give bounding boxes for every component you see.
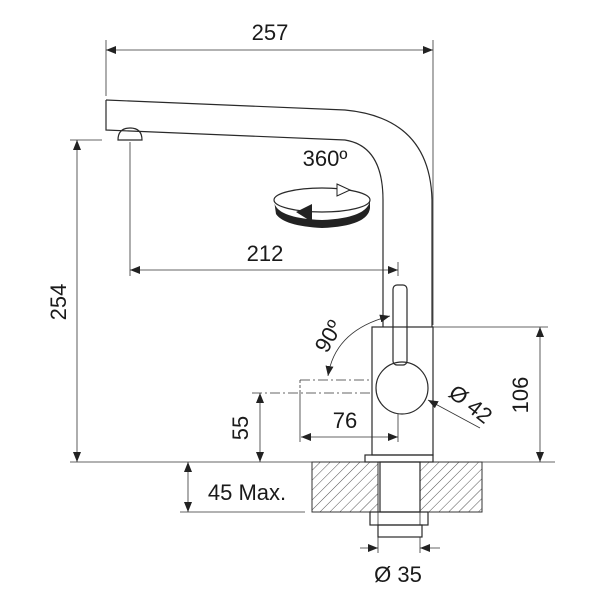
dimension-42: Ø 42 [427, 380, 497, 429]
lever-reach-label: 76 [333, 408, 357, 433]
width-label: 257 [252, 20, 289, 45]
hole-diameter-label: Ø 35 [374, 562, 422, 587]
shank [379, 461, 421, 513]
aerator [117, 127, 143, 141]
lever-height-label: 55 [228, 416, 253, 440]
dimension-35: Ø 35 [360, 537, 440, 587]
lever-handle [392, 284, 408, 366]
rotation-arrow-icon [273, 187, 371, 213]
base-flange [364, 454, 434, 463]
dimension-254: 254 [46, 139, 102, 462]
swivel-label: 360º [303, 146, 348, 171]
body-height-label: 106 [508, 377, 533, 414]
spout [105, 99, 433, 327]
dimension-106: 106 [433, 326, 548, 462]
angle-label: 90º [310, 316, 348, 357]
swivel-indicator: 360º [273, 146, 371, 228]
dimension-76: 76 [299, 393, 399, 442]
dimension-55: 55 [228, 392, 372, 462]
countertop [311, 454, 483, 538]
fixing-nut [369, 511, 429, 526]
lever-hub [375, 361, 429, 415]
body-diameter-label: Ø 42 [444, 380, 497, 429]
dimension-257: 257 [105, 20, 434, 325]
reach-label: 212 [247, 241, 284, 266]
faucet-body [371, 284, 434, 456]
dimension-212: 212 [129, 142, 399, 276]
height-label: 254 [46, 284, 71, 321]
thickness-label: 45 Max. [208, 480, 286, 505]
dimension-45-max: 45 Max. [180, 462, 305, 513]
